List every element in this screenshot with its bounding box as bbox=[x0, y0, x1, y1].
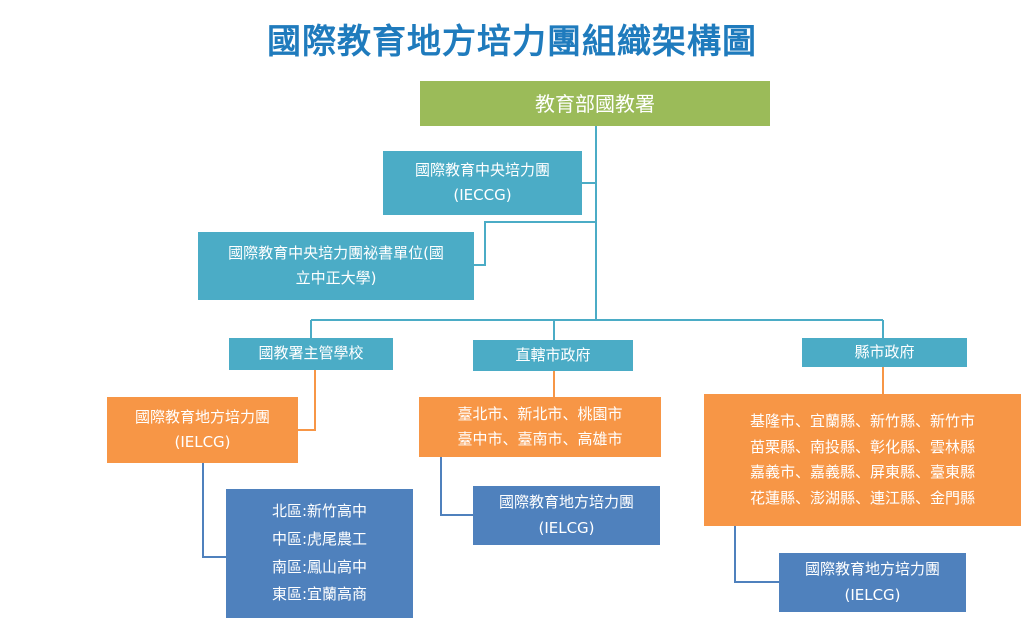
node-regions: 北區:新竹高中 中區:虎尾農工 南區:鳳山高中 東區:宜蘭高商 bbox=[226, 489, 413, 618]
connector-citylist-ielcg bbox=[440, 457, 473, 516]
node-secretariat: 國際教育中央培力團祕書單位(國 立中正大學) bbox=[198, 232, 474, 300]
node-ielcg-cities: 國際教育地方培力團 (IELCG) bbox=[473, 486, 660, 545]
node-special-cities: 直轄市政府 bbox=[473, 340, 633, 371]
node-moe: 教育部國教署 bbox=[420, 81, 770, 126]
connector-countylist-ielcg bbox=[734, 526, 779, 583]
node-ielcg-counties: 國際教育地方培力團 (IELCG) bbox=[779, 553, 966, 612]
node-ielcg-cities-line1: 國際教育地方培力團 bbox=[498, 493, 634, 511]
region-north: 北區:新竹高中 bbox=[271, 502, 368, 520]
node-ielcg-counties-line1: 國際教育地方培力團 bbox=[804, 560, 940, 578]
connector-k12-ielcg bbox=[298, 370, 316, 431]
chart-title: 國際教育地方培力團組織架構圖 bbox=[267, 22, 757, 62]
node-ielcg-cities-line2: (IELCG) bbox=[538, 518, 595, 537]
node-county-gov-label: 縣市政府 bbox=[854, 342, 915, 361]
region-central: 中區:虎尾農工 bbox=[271, 529, 368, 548]
connector-ielcg-regions bbox=[202, 463, 226, 558]
node-county-gov: 縣市政府 bbox=[802, 338, 967, 367]
county-list-line2: 苗栗縣、南投縣、彰化縣、雲林縣 bbox=[749, 437, 975, 456]
region-east: 東區:宜蘭高商 bbox=[271, 585, 368, 604]
connector-secretariat bbox=[474, 221, 596, 266]
city-list-line2: 臺中市、臺南市、高雄市 bbox=[457, 430, 623, 448]
node-city-list: 臺北市、新北市、桃園市 臺中市、臺南市、高雄市 bbox=[419, 397, 661, 457]
node-central-ieccg: 國際教育中央培力團 (IECCG) bbox=[383, 151, 582, 215]
node-central-line1: 國際教育中央培力團 bbox=[414, 160, 550, 179]
node-k12-schools: 國教署主管學校 bbox=[229, 338, 393, 370]
node-secretariat-line1: 國際教育中央培力團祕書單位(國 bbox=[228, 243, 444, 262]
county-list-line4: 花蓮縣、澎湖縣、連江縣、金門縣 bbox=[749, 488, 975, 507]
node-special-cities-label: 直轄市政府 bbox=[515, 345, 591, 364]
city-list-line1: 臺北市、新北市、桃園市 bbox=[457, 404, 623, 423]
county-list-line3: 嘉義市、嘉義縣、屏東縣、臺東縣 bbox=[749, 463, 975, 481]
node-k12-schools-label: 國教署主管學校 bbox=[258, 344, 364, 363]
node-secretariat-line2: 立中正大學) bbox=[295, 269, 377, 287]
node-ielcg-counties-line2: (IELCG) bbox=[844, 585, 901, 604]
county-list-line1: 基隆市、宜蘭縣、新竹縣、新竹市 bbox=[749, 412, 975, 430]
node-ielcg-k12-line2: (IELCG) bbox=[174, 433, 231, 451]
node-moe-label: 教育部國教署 bbox=[535, 91, 655, 116]
node-ielcg-k12-line1: 國際教育地方培力團 bbox=[134, 407, 270, 426]
node-ielcg-k12: 國際教育地方培力團 (IELCG) bbox=[107, 397, 298, 463]
region-south: 南區:鳳山高中 bbox=[271, 557, 368, 576]
node-central-line2: (IECCG) bbox=[453, 186, 512, 204]
node-county-list: 基隆市、宜蘭縣、新竹縣、新竹市 苗栗縣、南投縣、彰化縣、雲林縣 嘉義市、嘉義縣、… bbox=[704, 394, 1021, 526]
